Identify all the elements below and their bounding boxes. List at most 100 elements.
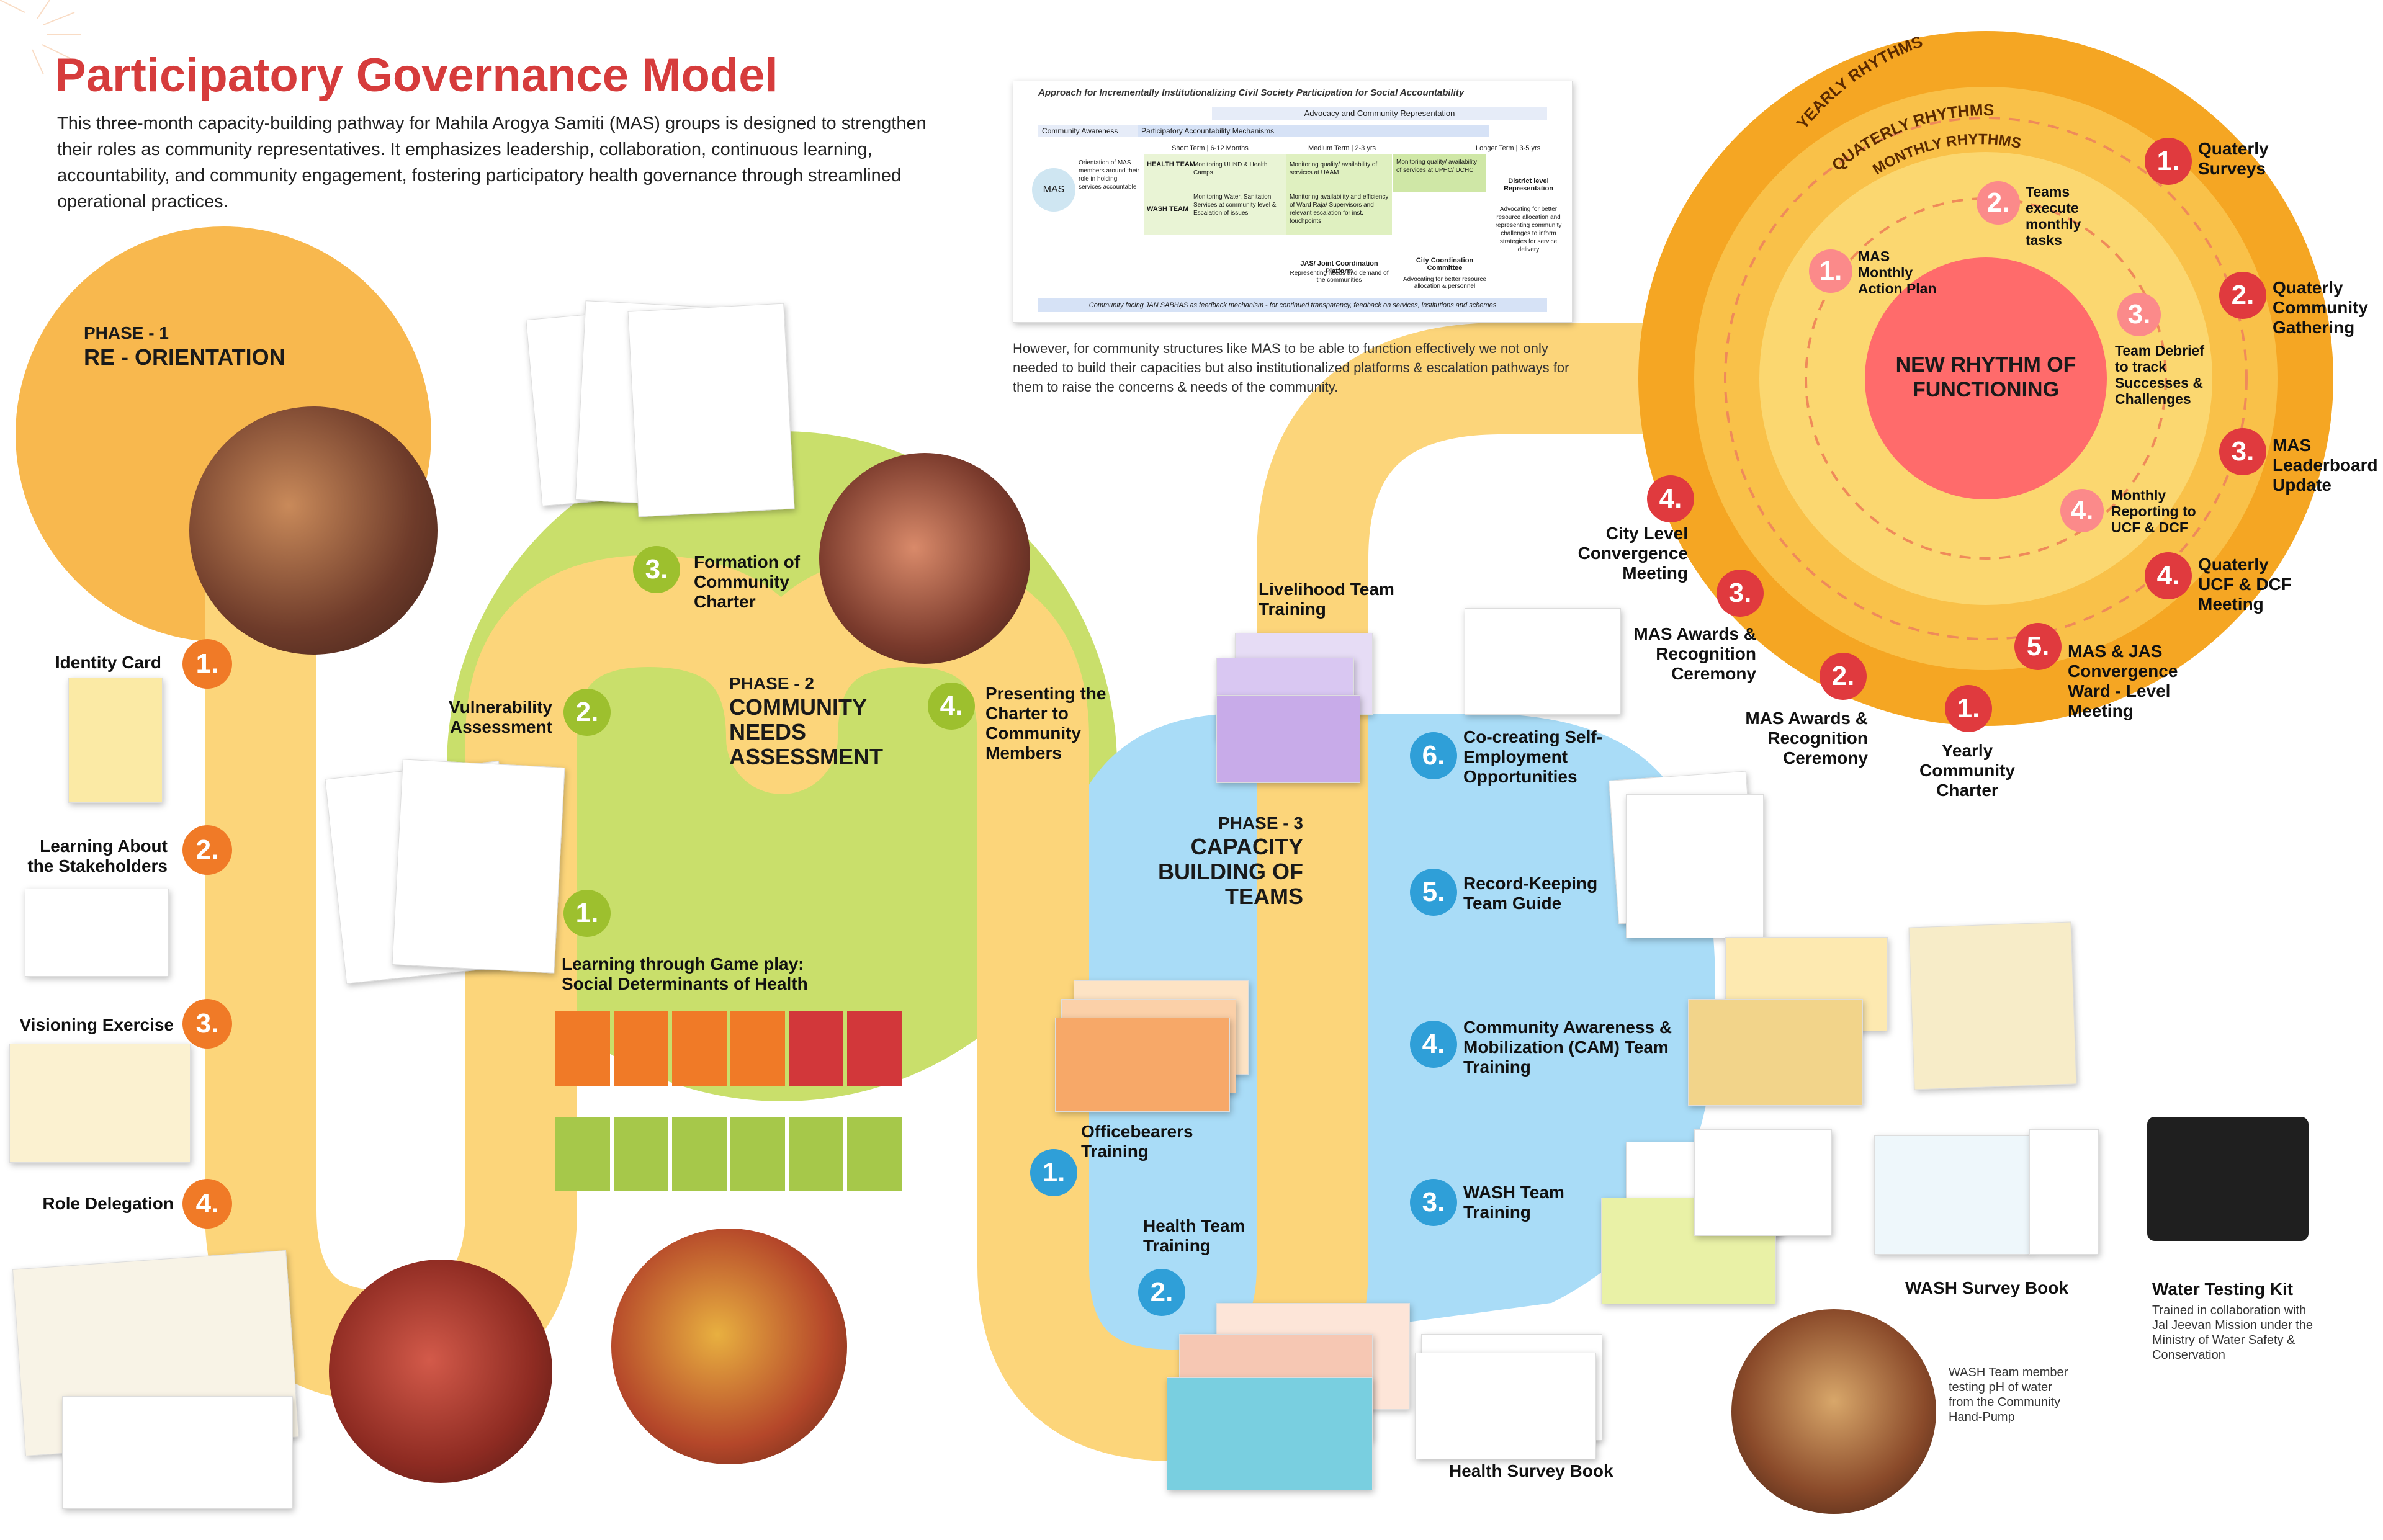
record-keeping-sheet-2 bbox=[1626, 794, 1764, 938]
phase1-step4-label: Role Delegation bbox=[42, 1194, 174, 1213]
yearly-step4-label: City Level Convergence Meeting bbox=[1577, 524, 1688, 583]
yearly-step3-label: MAS Awards & Recognition Ceremony bbox=[1633, 624, 1756, 683]
term-short: Short Term | 6-12 Months bbox=[1172, 145, 1249, 152]
phase1-name: RE - ORIENTATION bbox=[84, 344, 285, 370]
phase3-step1-num: 1. bbox=[1030, 1149, 1077, 1196]
monthly-step1-num: 1. bbox=[1809, 249, 1852, 293]
cam-sheets bbox=[1908, 921, 2077, 1090]
wash-survey-label: WASH Survey Book bbox=[1905, 1278, 2068, 1297]
jas-desc: Representing needs and demand of the com… bbox=[1290, 270, 1389, 284]
jan-sabha-bar: Community facing JAN SABHAS as feedback … bbox=[1038, 298, 1547, 312]
city-label: City Coordination Committee bbox=[1416, 257, 1474, 272]
phase3-step5-num: 5. bbox=[1410, 869, 1457, 916]
phase1-step2-label: Learning About the Stakeholders bbox=[27, 836, 168, 875]
phase2-step2-num: 2. bbox=[563, 689, 611, 736]
quarterly-dashed-track bbox=[1724, 117, 2248, 640]
mas-node: MAS bbox=[1032, 168, 1075, 212]
approach-table: Approach for Incrementally Institutional… bbox=[1013, 81, 1573, 323]
quarterly-step4-num: 4. bbox=[2145, 552, 2192, 599]
phase3-step3-num: 3. bbox=[1410, 1179, 1457, 1226]
vulnerability-sheet-2 bbox=[392, 759, 565, 974]
cam-card-2 bbox=[1688, 999, 1863, 1106]
team-wash: WASH TEAM bbox=[1147, 205, 1189, 213]
quarterly-step2-label: Quaterly Community Gathering bbox=[2273, 278, 2368, 337]
wash-training-photos bbox=[1694, 1129, 1832, 1236]
quarterly-step1-num: 1. bbox=[2145, 138, 2192, 185]
phase2-step4-label: Presenting the Charter to Community Memb… bbox=[985, 684, 1106, 763]
livelihood-card-3 bbox=[1216, 695, 1360, 783]
self-employment-sheet bbox=[1465, 608, 1621, 715]
phase1-step2-num: 2. bbox=[182, 825, 232, 875]
phase2-step4-num: 4. bbox=[928, 683, 975, 730]
phase3-step1-label: Officebearers Training bbox=[1081, 1122, 1193, 1161]
team-health: HEALTH TEAM bbox=[1147, 161, 1196, 168]
health-survey-label: Health Survey Book bbox=[1449, 1461, 1613, 1480]
yearly-step1-num: 1. bbox=[1945, 685, 1992, 732]
role-delegation-sheet bbox=[62, 1396, 293, 1509]
identity-card-thumb bbox=[68, 678, 163, 803]
page-intro: This three-month capacity-building pathw… bbox=[57, 114, 927, 212]
yearly-step4-num: 4. bbox=[1647, 475, 1694, 522]
livelihood-label: Livelihood Team Training bbox=[1259, 580, 1394, 619]
monthly-step4-label: Monthly Reporting to UCF & DCF bbox=[2111, 487, 2196, 535]
phase2-step3-num: 3. bbox=[633, 546, 680, 593]
game-card bbox=[730, 1011, 785, 1086]
phase3-step5-label: Record-Keeping Team Guide bbox=[1463, 874, 1598, 913]
wash-member-photo bbox=[1731, 1309, 1936, 1514]
water-kit-note: Trained in collaboration with Jal Jeevan… bbox=[2152, 1304, 2313, 1362]
monthly-step3-num: 3. bbox=[2117, 293, 2161, 336]
phase2-step1-num: 1. bbox=[563, 890, 611, 937]
phase2-label: PHASE - 2 bbox=[729, 674, 814, 693]
monthly-step1-label: MAS Monthly Action Plan bbox=[1858, 248, 1937, 297]
phase1-label: PHASE - 1 bbox=[84, 323, 169, 342]
water-kit-label: Water Testing Kit bbox=[2152, 1279, 2294, 1299]
team-wash-desc: Monitoring Water, Sanitation Services at… bbox=[1193, 194, 1277, 217]
visioning-chart-thumb bbox=[9, 1044, 191, 1163]
phase3-area bbox=[1055, 714, 1715, 1353]
game-card bbox=[730, 1117, 785, 1191]
monthly-dashed-track bbox=[1805, 197, 2167, 560]
short-term-block bbox=[1144, 154, 1286, 235]
quarterly-step1-label: Quaterly Surveys bbox=[2198, 139, 2269, 178]
city-desc: Advocating for better resource allocatio… bbox=[1403, 276, 1486, 290]
quarterly-step4-label: Quaterly UCF & DCF Meeting bbox=[2198, 555, 2292, 614]
phase3-step6-num: 6. bbox=[1410, 732, 1457, 779]
phase1-step3-label: Visioning Exercise bbox=[19, 1015, 174, 1034]
phase1-step3-num: 3. bbox=[182, 999, 232, 1049]
phase2-step1-label: Learning through Game play: Social Deter… bbox=[562, 954, 808, 993]
game-card bbox=[555, 1117, 610, 1191]
phase3-label: PHASE - 3 bbox=[1218, 813, 1303, 833]
page-title: Participatory Governance Model bbox=[55, 49, 778, 102]
accountability-bar: Participatory Accountability Mechanisms bbox=[1138, 125, 1489, 137]
quarterly-step5-num: 5. bbox=[2014, 623, 2062, 670]
game-card bbox=[614, 1011, 668, 1086]
upper-block bbox=[1393, 154, 1486, 192]
phase1-step1-label: Identity Card bbox=[55, 653, 161, 672]
yearly-step2-num: 2. bbox=[1820, 653, 1867, 700]
yearly-step1-label: Yearly Community Charter bbox=[1919, 741, 2015, 800]
game-cards-row-2 bbox=[555, 1117, 903, 1198]
term-medium: Medium Term | 2-3 yrs bbox=[1308, 145, 1376, 152]
yearly-step3-num: 3. bbox=[1717, 570, 1764, 617]
term-long: Longer Term | 3-5 yrs bbox=[1476, 145, 1541, 152]
charter-sheet-3 bbox=[627, 303, 795, 517]
monthly-step2-label: Teams execute monthly tasks bbox=[2026, 184, 2081, 248]
quarterly-step2-num: 2. bbox=[2219, 272, 2266, 319]
stakeholder-map-thumb bbox=[25, 889, 169, 977]
wash-survey-sheet bbox=[2029, 1129, 2099, 1255]
game-card bbox=[789, 1011, 843, 1086]
game-card bbox=[789, 1117, 843, 1191]
mas-desc: Orientation of MAS members around their … bbox=[1079, 159, 1139, 190]
game-card bbox=[672, 1011, 727, 1086]
district-desc: Advocating for better resource allocatio… bbox=[1495, 206, 1562, 253]
health-training-card-3 bbox=[1167, 1377, 1373, 1490]
game-card bbox=[672, 1117, 727, 1191]
rhythm-core bbox=[1865, 257, 2107, 499]
monthly-step2-num: 2. bbox=[1977, 181, 2020, 225]
phase1-step1-num: 1. bbox=[182, 639, 232, 689]
quarterly-step3-num: 3. bbox=[2219, 428, 2266, 475]
wash-survey-book bbox=[1874, 1135, 2031, 1255]
medium-desc-2: Monitoring availability and efficiency o… bbox=[1290, 194, 1389, 225]
phase3-step4-num: 4. bbox=[1410, 1021, 1457, 1068]
